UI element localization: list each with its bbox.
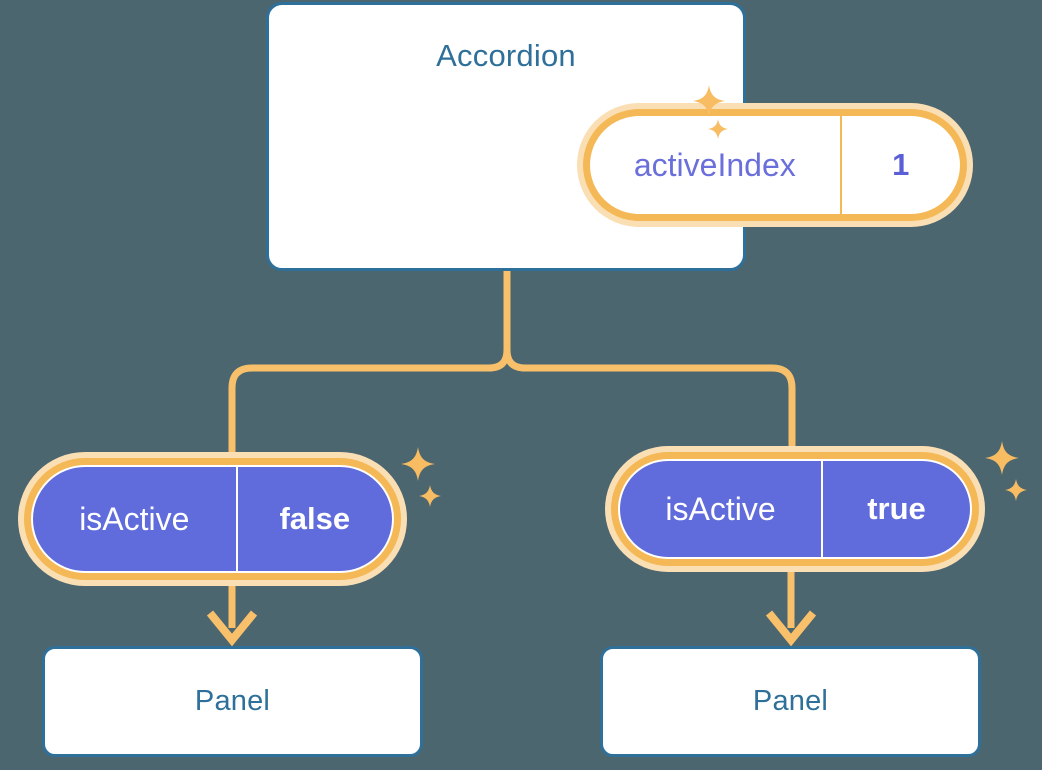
- connector-branch-left: [228, 364, 493, 460]
- connector-branch-right: [521, 364, 796, 456]
- panel-title: Panel: [752, 685, 829, 717]
- prop-pill-ring: isActive true: [611, 452, 979, 566]
- accordion-title: Accordion: [436, 38, 576, 73]
- panel-component-card-right[interactable]: Panel: [600, 646, 981, 757]
- state-pill-value: 1: [892, 147, 910, 182]
- prop-pill-key: isActive: [620, 461, 823, 557]
- arrow-down-icon-right: [765, 610, 817, 647]
- prop-pill-key: isActive: [33, 467, 238, 571]
- state-pill-key: activeIndex: [590, 116, 842, 214]
- prop-pill-value: false: [279, 501, 351, 536]
- sparkle-icon: [1004, 478, 1028, 502]
- connector-junction-left: [485, 346, 511, 372]
- state-pill-activeindex[interactable]: activeIndex 1: [577, 103, 973, 227]
- prop-pill-body: isActive false: [31, 465, 394, 573]
- sparkle-icon: [400, 446, 436, 482]
- state-pill-ring: activeIndex 1: [583, 109, 967, 221]
- prop-pill-isactive-true[interactable]: isActive true: [605, 446, 985, 572]
- sparkle-icon: [418, 484, 442, 508]
- state-pill-body: activeIndex 1: [590, 116, 960, 214]
- accordion-component-card[interactable]: Accordion activeIndex 1: [266, 2, 973, 271]
- connector-junction-right: [503, 346, 529, 372]
- panel-component-card-left[interactable]: Panel: [42, 646, 423, 757]
- prop-pill-value: true: [867, 491, 926, 526]
- panel-title: Panel: [194, 685, 271, 717]
- prop-pill-body: isActive true: [618, 459, 972, 559]
- prop-pill-isactive-false[interactable]: isActive false: [18, 452, 407, 586]
- prop-pill-ring: isActive false: [24, 458, 401, 580]
- arrow-down-icon-left: [206, 610, 258, 647]
- sparkle-icon: [984, 440, 1020, 476]
